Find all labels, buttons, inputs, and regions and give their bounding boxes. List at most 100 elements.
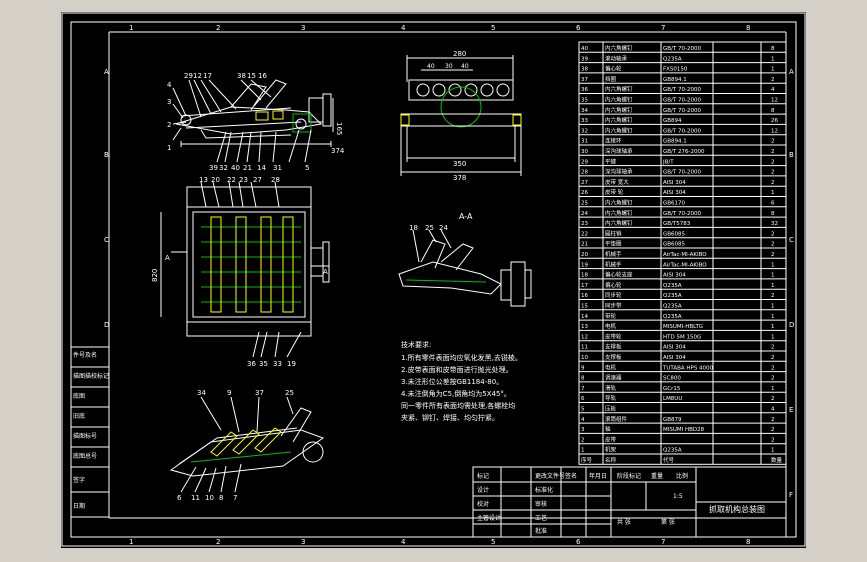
strip-label-3: 底图 bbox=[73, 392, 85, 400]
bom-item-qty: 2 bbox=[771, 252, 775, 258]
bom-item-name: 内六角螺钉 bbox=[605, 199, 633, 207]
bom-item-spec: LM8UU bbox=[663, 396, 682, 402]
bom-item-spec: FXS0150 bbox=[663, 67, 688, 73]
bom-item-name: 连接环 bbox=[605, 137, 622, 145]
bom-item-spec: Q235A bbox=[663, 304, 682, 310]
zone-col-7-b: 7 bbox=[661, 538, 665, 546]
bom-item-spec: GB894.1 bbox=[663, 139, 687, 145]
bom-item-number: 26 bbox=[581, 190, 588, 196]
callout-section-25: 25 bbox=[425, 224, 434, 232]
strip-label-6: 底图总号 bbox=[73, 452, 97, 460]
tb-label-change-doc: 更改文件号 bbox=[535, 472, 565, 480]
bom-item-name: 偏心轮支座 bbox=[605, 271, 633, 279]
bom-item-number: 1 bbox=[581, 448, 585, 454]
bom-item-qty: 8 bbox=[771, 211, 775, 217]
plan-section-a-left: A bbox=[165, 254, 170, 262]
bom-item-spec: Q235A bbox=[663, 314, 682, 320]
zone-col-6: 6 bbox=[576, 24, 581, 32]
callout-side-3: 3 bbox=[167, 98, 171, 106]
zone-col-1-b: 1 bbox=[129, 538, 133, 546]
bom-item-number: 8 bbox=[581, 376, 585, 382]
bom-item-qty: 1 bbox=[771, 304, 775, 310]
bom-item-qty: 2 bbox=[771, 231, 775, 237]
callout-iso-9: 9 bbox=[227, 389, 231, 397]
zone-col-4: 4 bbox=[401, 24, 406, 32]
bom-item-number: 37 bbox=[581, 77, 588, 83]
bom-item-name: 内六角螺钉 bbox=[605, 85, 633, 93]
zone-row-a: A bbox=[104, 68, 109, 76]
bom-item-qty: 1 bbox=[771, 314, 775, 320]
callout-side-29: 29 bbox=[184, 72, 193, 80]
bom-item-number: 34 bbox=[581, 108, 588, 114]
notes-line-1: 1.所有零件表面均应氧化发黑,去锐棱。 bbox=[401, 353, 522, 362]
bom-item-qty: 2 bbox=[771, 355, 775, 361]
bom-item-spec: GB/T5783 bbox=[663, 221, 691, 227]
bom-item-spec: GB/T 70-2000 bbox=[663, 170, 701, 176]
notes-line-6: 夹紧、铆钉、焊接、均匀拧紧。 bbox=[401, 413, 499, 422]
bom-item-qty: 12 bbox=[771, 98, 778, 104]
bom-item-number: 35 bbox=[581, 98, 588, 104]
bom-item-number: 12 bbox=[581, 334, 588, 340]
tb-label-design: 设计 bbox=[477, 486, 489, 494]
drawing-title: 抓取机构总装图 bbox=[709, 504, 765, 514]
bom-item-spec: Q235A bbox=[663, 448, 682, 454]
callout-iso-11: 11 bbox=[191, 494, 200, 502]
bom-item-qty: 2 bbox=[771, 77, 775, 83]
bom-item-spec: JB/T bbox=[662, 159, 674, 165]
zone-col-5-b: 5 bbox=[491, 538, 495, 546]
bom-item-name: 支撑板 bbox=[605, 343, 622, 351]
bom-header-number: 序号 bbox=[581, 456, 593, 464]
bom-item-name: 内六角螺钉 bbox=[605, 106, 633, 114]
zone-row-d: D bbox=[104, 321, 109, 329]
bom-item-number: 4 bbox=[581, 417, 585, 423]
tb-label-weight: 重量 bbox=[651, 472, 663, 480]
bom-item-qty: 1 bbox=[771, 448, 775, 454]
bom-item-name: 导轨 bbox=[605, 394, 617, 402]
bom-item-number: 16 bbox=[581, 293, 588, 299]
tb-label-check: 校对 bbox=[477, 500, 489, 508]
dim-pitch-1: 40 bbox=[427, 63, 435, 70]
bom-item-qty: 2 bbox=[771, 159, 775, 165]
bom-item-name: 机架 bbox=[605, 446, 617, 454]
zone-row-b: B bbox=[104, 151, 109, 159]
bom-item-spec: GCr15 bbox=[663, 386, 681, 392]
bom-item-spec: HTD 5M 150G bbox=[663, 334, 701, 340]
bom-item-name: 偏心轮 bbox=[605, 281, 622, 289]
bom-item-spec: GB6170 bbox=[663, 201, 686, 207]
bom-item-name: 机械手 bbox=[605, 250, 622, 258]
callout-side-14: 14 bbox=[257, 164, 266, 172]
bom-item-number: 3 bbox=[581, 427, 585, 433]
bom-item-qty: 1 bbox=[771, 190, 775, 196]
bom-item-number: 6 bbox=[581, 396, 585, 402]
bom-item-qty: 1 bbox=[771, 386, 775, 392]
tb-label-chief: 主管设计 bbox=[477, 514, 501, 522]
bom-item-spec: GB/T 70-2000 bbox=[663, 108, 701, 114]
tb-label-standard: 标准化 bbox=[535, 486, 553, 494]
bom-item-name: 轴 bbox=[605, 425, 611, 433]
bom-item-qty: 2 bbox=[771, 427, 775, 433]
bom-item-spec: AISI 304 bbox=[663, 355, 686, 361]
bom-item-name: 电机 bbox=[605, 322, 617, 330]
bom-item-number: 31 bbox=[581, 139, 588, 145]
bom-item-number: 30 bbox=[581, 149, 588, 155]
bom-item-spec: AirTac-MI-AKIBO bbox=[663, 252, 707, 258]
zone-row-f-r: F bbox=[789, 491, 793, 499]
bom-item-qty: 2 bbox=[771, 365, 775, 371]
zone-row-d-r: D bbox=[789, 321, 794, 329]
callout-iso-37: 37 bbox=[255, 389, 264, 397]
section-title: A-A bbox=[459, 212, 473, 221]
bom-item-spec: Q235A bbox=[663, 293, 682, 299]
bom-item-name: 皮带轮 bbox=[605, 332, 622, 340]
bom-item-spec: AISI 304 bbox=[663, 273, 686, 279]
bom-item-qty: 1 bbox=[771, 67, 775, 73]
